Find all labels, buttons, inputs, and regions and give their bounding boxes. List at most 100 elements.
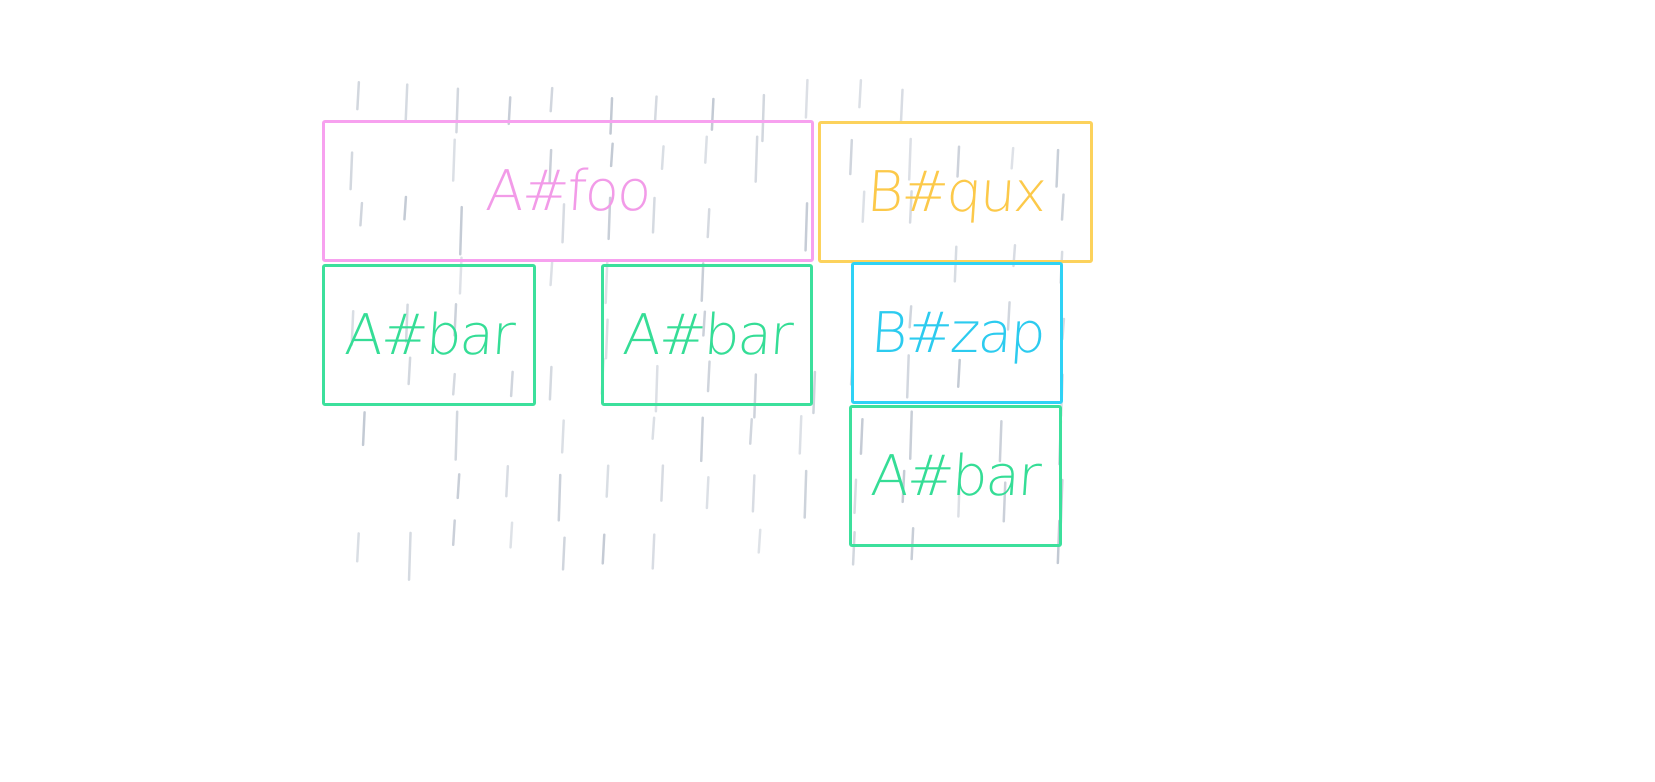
rain-dash bbox=[456, 473, 461, 500]
rain-dash bbox=[458, 256, 463, 295]
rain-dash bbox=[851, 531, 856, 566]
rain-dash bbox=[403, 195, 408, 221]
rain-dash bbox=[458, 205, 463, 256]
box-b-qux[interactable]: B#qux bbox=[818, 121, 1093, 263]
rain-dash bbox=[908, 410, 913, 460]
rain-dash bbox=[858, 79, 863, 109]
rain-dash bbox=[454, 410, 459, 461]
rain-dash bbox=[998, 420, 1003, 463]
rain-dash bbox=[549, 261, 554, 287]
rain-dash bbox=[451, 138, 456, 182]
rain-dash bbox=[1006, 301, 1011, 331]
rain-dash bbox=[560, 419, 565, 454]
rain-dash bbox=[908, 305, 913, 329]
rain-dash bbox=[561, 536, 566, 571]
box-a-bar-3[interactable]: A#bar bbox=[849, 405, 1062, 547]
box-label: A#bar bbox=[342, 302, 516, 368]
rain-dash bbox=[705, 475, 710, 510]
rain-dash bbox=[710, 97, 715, 131]
rain-dash bbox=[561, 203, 566, 244]
box-label: A#foo bbox=[483, 158, 653, 224]
rain-dash bbox=[601, 533, 606, 565]
rain-dash bbox=[956, 145, 961, 178]
rain-dash bbox=[861, 190, 866, 223]
rain-dash bbox=[507, 96, 512, 126]
rain-dash bbox=[798, 414, 803, 455]
rain-dash bbox=[557, 473, 562, 522]
rain-dash bbox=[455, 87, 460, 134]
box-label: B#qux bbox=[864, 159, 1047, 225]
rain-dash bbox=[453, 303, 458, 337]
rain-dash bbox=[751, 474, 756, 513]
rain-dash bbox=[548, 365, 553, 401]
rain-dash bbox=[604, 318, 609, 360]
box-label: B#zap bbox=[868, 300, 1046, 366]
rain-dash bbox=[804, 78, 809, 119]
rain-dash bbox=[849, 138, 854, 176]
rain-dash bbox=[700, 262, 705, 302]
rain-dash bbox=[651, 196, 656, 234]
rain-dash bbox=[910, 527, 915, 561]
rain-dash bbox=[605, 464, 610, 498]
rain-dash bbox=[1010, 146, 1015, 170]
rain-dash bbox=[853, 478, 858, 515]
box-a-bar-1[interactable]: A#bar bbox=[322, 264, 536, 406]
rain-dash bbox=[509, 370, 514, 398]
rain-dash bbox=[407, 531, 412, 581]
rain-dash bbox=[812, 370, 817, 415]
box-label: A#bar bbox=[620, 302, 794, 368]
rain-dash bbox=[901, 469, 906, 504]
rain-dash bbox=[350, 309, 355, 347]
rain-dash bbox=[349, 151, 354, 191]
rain-dash bbox=[1055, 148, 1060, 188]
rain-dash bbox=[748, 418, 753, 445]
rain-dash bbox=[754, 135, 759, 183]
rain-dash bbox=[549, 86, 554, 113]
rain-dash bbox=[660, 145, 665, 170]
rain-dash bbox=[404, 303, 409, 343]
rain-dash bbox=[956, 358, 961, 388]
rain-dash bbox=[706, 208, 711, 239]
rain-dash bbox=[609, 97, 614, 135]
rain-dash bbox=[1002, 481, 1007, 523]
rain-dash bbox=[804, 202, 809, 252]
rain-dash bbox=[359, 201, 364, 227]
box-label: A#bar bbox=[869, 443, 1042, 509]
rain-dash bbox=[407, 356, 412, 386]
box-b-zap[interactable]: B#zap bbox=[851, 262, 1063, 404]
rain-dash bbox=[1060, 193, 1065, 221]
rain-dash bbox=[651, 533, 656, 570]
rain-dash bbox=[609, 142, 614, 168]
rain-dash bbox=[451, 519, 456, 547]
rain-dash bbox=[651, 416, 656, 440]
rain-dash bbox=[604, 261, 609, 305]
rain-dash bbox=[699, 416, 704, 463]
rain-dash bbox=[361, 411, 366, 447]
rain-dash bbox=[355, 532, 360, 563]
rain-dash bbox=[505, 465, 510, 498]
rain-dash bbox=[803, 469, 808, 519]
box-a-foo[interactable]: A#foo bbox=[322, 120, 814, 262]
rain-dash bbox=[957, 471, 962, 518]
rain-dash bbox=[702, 310, 707, 337]
rain-dash bbox=[509, 521, 514, 549]
rain-dash bbox=[451, 372, 456, 396]
rain-dash bbox=[908, 190, 913, 224]
rain-dash bbox=[704, 135, 709, 164]
rain-dash bbox=[548, 148, 553, 185]
rain-dash bbox=[660, 464, 665, 502]
rain-dash bbox=[356, 81, 361, 111]
rain-dash bbox=[404, 83, 409, 122]
rain-dash bbox=[905, 354, 910, 399]
rain-dash bbox=[907, 137, 912, 181]
rain-dash bbox=[899, 88, 904, 123]
rain-dash bbox=[653, 95, 658, 123]
rain-dash bbox=[757, 528, 762, 554]
rain-dash bbox=[761, 93, 766, 143]
rain-dash bbox=[706, 360, 711, 393]
rain-dash bbox=[607, 196, 612, 241]
rain-dash bbox=[859, 417, 864, 455]
rain-dash bbox=[753, 373, 758, 419]
box-a-bar-2[interactable]: A#bar bbox=[601, 264, 813, 406]
